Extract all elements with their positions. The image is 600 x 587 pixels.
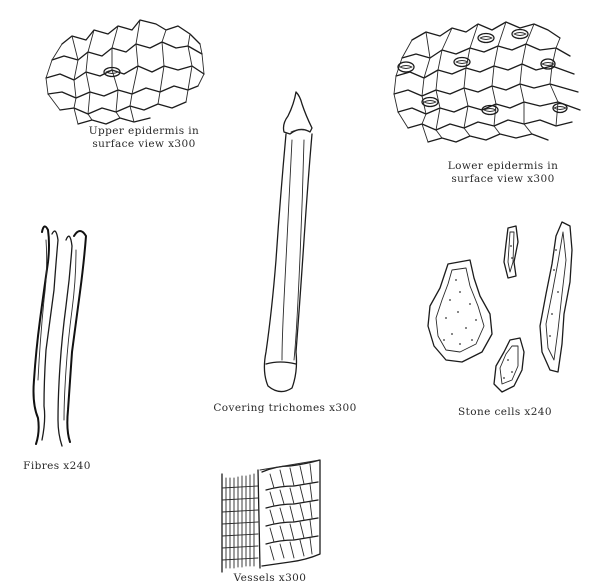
lower-epidermis-caption-line1: Lower epidermis in — [408, 160, 598, 173]
upper-epidermis-drawing — [46, 20, 204, 124]
fibres-caption: Fibres x240 — [2, 460, 112, 473]
lower-epidermis-caption-line2: surface view x300 — [408, 173, 598, 186]
lower-epidermis-drawing — [394, 22, 580, 142]
upper-epidermis-caption-line2: surface view x300 — [44, 138, 244, 151]
covering-trichomes-caption: Covering trichomes x300 — [180, 402, 390, 415]
upper-epidermis-caption: Upper epidermis in surface view x300 — [44, 125, 244, 151]
stone-cells-caption: Stone cells x240 — [430, 406, 580, 419]
vessels-drawing — [222, 460, 320, 572]
vessels-caption: Vessels x300 — [200, 572, 340, 585]
covering-trichome-drawing — [264, 92, 312, 392]
fibres-drawing — [34, 226, 87, 446]
lower-epidermis-caption: Lower epidermis in surface view x300 — [408, 160, 598, 186]
upper-epidermis-caption-line1: Upper epidermis in — [44, 125, 244, 138]
stone-cells-drawing — [428, 222, 572, 392]
